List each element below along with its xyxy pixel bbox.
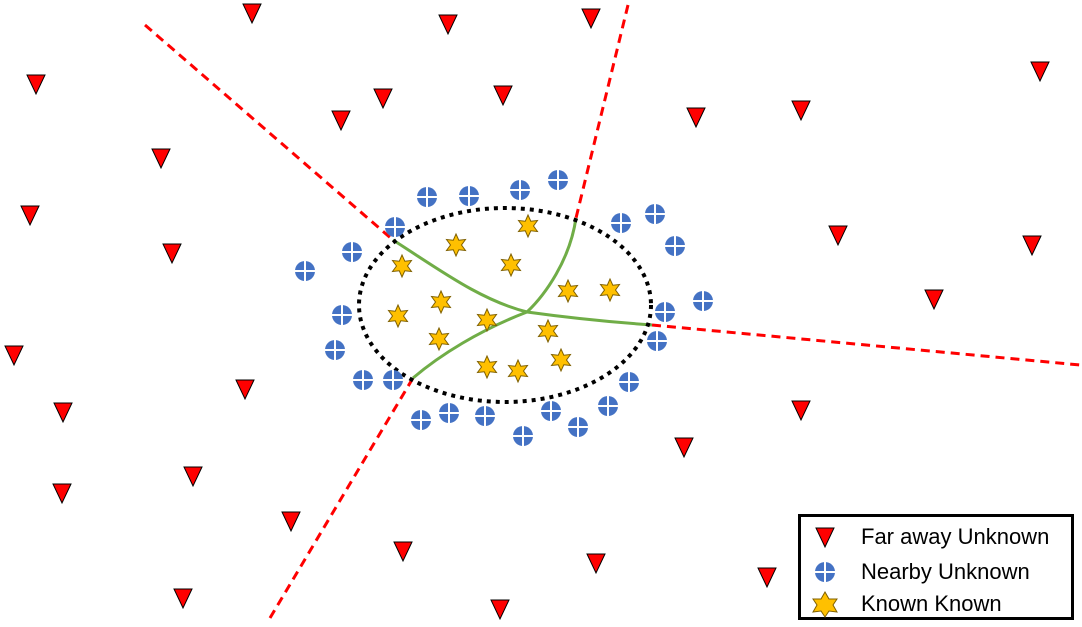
known-known-points	[387, 213, 621, 384]
far-away-unknown-marker	[52, 483, 72, 505]
far-away-unknown-marker	[924, 289, 944, 311]
nearby-unknown-marker	[541, 401, 561, 421]
known-known-marker	[550, 347, 572, 373]
nearby-unknown-marker	[417, 187, 437, 207]
nearby-unknown-marker	[611, 213, 631, 233]
decision-boundaries	[144, 4, 1081, 619]
nearby-unknown-marker	[655, 302, 675, 322]
yellow-star-icon	[812, 590, 838, 618]
blue-circle-cross-icon	[815, 562, 835, 582]
nearby-unknown-marker	[342, 242, 362, 262]
nearby-unknown-marker	[332, 305, 352, 325]
nearby-unknown-marker	[439, 403, 459, 423]
known-known-marker	[445, 232, 467, 258]
known-known-marker	[430, 289, 452, 315]
far-away-unknown-marker	[1022, 235, 1042, 257]
known-known-marker	[557, 278, 579, 304]
far-away-unknown-marker	[373, 88, 393, 110]
far-away-unknown-marker	[162, 243, 182, 265]
far-away-unknown-marker	[4, 345, 24, 367]
nearby-unknown-marker	[411, 410, 431, 430]
far-away-unknown-marker	[235, 379, 255, 401]
nearby-unknown-marker	[645, 204, 665, 224]
nearby-unknown-marker	[513, 426, 533, 446]
far-away-unknown-marker	[331, 110, 351, 132]
far-away-unknown-marker	[20, 205, 40, 227]
legend-label: Far away Unknown	[861, 524, 1050, 549]
nearby-unknown-marker	[475, 406, 495, 426]
known-known-marker	[599, 277, 621, 303]
known-known-marker	[507, 358, 529, 384]
legend: Far away Unknown Nearby Unknown Known Kn…	[798, 514, 1074, 620]
nearby-unknown-marker	[353, 370, 373, 390]
green-boundary-upper-right	[525, 217, 578, 314]
legend-item-far-away-unknown: Far away Unknown	[811, 522, 1049, 552]
nearby-unknown-marker	[568, 417, 588, 437]
far-away-unknown-marker	[493, 85, 513, 107]
legend-label: Nearby Unknown	[861, 559, 1030, 584]
nearby-unknown-marker	[385, 217, 405, 237]
far-away-unknown-points	[4, 3, 1050, 621]
nearby-unknown-marker	[383, 370, 403, 390]
green-boundary-upper-left	[392, 238, 528, 314]
far-away-unknown-marker	[791, 400, 811, 422]
red-triangle-icon	[815, 527, 835, 549]
known-known-marker	[387, 303, 409, 329]
nearby-unknown-marker	[295, 261, 315, 281]
known-known-marker	[476, 354, 498, 380]
nearby-unknown-points	[295, 170, 713, 446]
known-known-marker	[391, 253, 413, 279]
known-region-ellipse	[357, 206, 653, 404]
far-away-unknown-marker	[791, 100, 811, 122]
far-away-unknown-marker	[438, 14, 458, 36]
nearby-unknown-marker	[647, 331, 667, 351]
far-away-unknown-marker	[490, 599, 510, 621]
nearby-unknown-marker	[510, 180, 530, 200]
red-boundary-lower-left	[268, 377, 415, 619]
nearby-unknown-marker	[548, 170, 568, 190]
far-away-unknown-marker	[53, 402, 73, 424]
nearby-unknown-marker	[619, 372, 639, 392]
known-known-marker	[500, 252, 522, 278]
legend-item-known-known: Known Known	[811, 589, 1002, 619]
nearby-unknown-marker	[598, 396, 618, 416]
far-away-unknown-marker	[757, 567, 777, 589]
known-known-marker	[476, 307, 498, 333]
far-away-unknown-marker	[581, 8, 601, 30]
known-known-marker	[428, 326, 450, 352]
far-away-unknown-marker	[242, 3, 262, 25]
far-away-unknown-marker	[183, 466, 203, 488]
red-boundary-upper-left	[144, 23, 394, 242]
known-known-marker	[517, 213, 539, 239]
far-away-unknown-marker	[151, 148, 171, 170]
far-away-unknown-marker	[281, 511, 301, 533]
far-away-unknown-marker	[1030, 61, 1050, 83]
far-away-unknown-marker	[393, 541, 413, 563]
far-away-unknown-marker	[674, 437, 694, 459]
green-boundary-right	[526, 310, 653, 327]
green-boundary-lower-left	[412, 310, 528, 380]
red-boundary-upper-right	[574, 4, 630, 219]
nearby-unknown-marker	[325, 340, 345, 360]
nearby-unknown-marker	[693, 291, 713, 311]
known-known-marker	[537, 318, 559, 344]
far-away-unknown-marker	[828, 225, 848, 247]
far-away-unknown-marker	[26, 74, 46, 96]
far-away-unknown-marker	[686, 107, 706, 129]
legend-item-nearby-unknown: Nearby Unknown	[811, 557, 1030, 587]
red-boundary-right	[651, 323, 1081, 367]
far-away-unknown-marker	[173, 588, 193, 610]
far-away-unknown-marker	[586, 553, 606, 575]
nearby-unknown-marker	[459, 186, 479, 206]
nearby-unknown-marker	[665, 236, 685, 256]
legend-label: Known Known	[861, 591, 1002, 616]
